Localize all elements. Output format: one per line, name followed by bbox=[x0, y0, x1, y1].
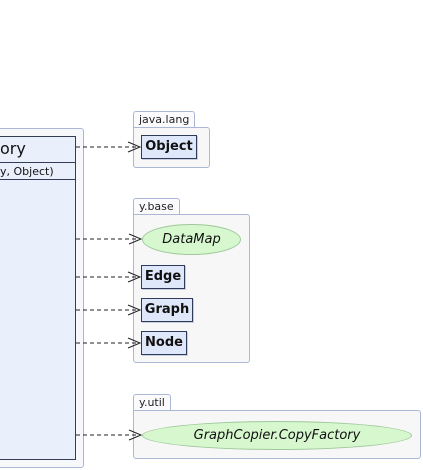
class-node-edge[interactable]: Edge bbox=[141, 265, 185, 289]
interface-node-graphcopier-copyfactory[interactable]: GraphCopier.CopyFactory bbox=[142, 421, 412, 450]
class-node-object[interactable]: Object bbox=[141, 135, 197, 159]
arrowhead-object bbox=[127, 141, 142, 153]
package-tab-y-util: y.util bbox=[133, 394, 171, 410]
main-class-title: ory bbox=[0, 139, 26, 158]
class-divider bbox=[0, 162, 76, 163]
package-tab-java-lang: java.lang bbox=[133, 111, 196, 127]
arrowhead-node bbox=[127, 337, 142, 349]
arrowhead-datamap bbox=[128, 233, 143, 245]
main-class-method-signature: y, Object) bbox=[0, 165, 54, 178]
class-node-node[interactable]: Node bbox=[141, 331, 187, 355]
main-class-box[interactable] bbox=[0, 136, 76, 460]
arrowhead-graph bbox=[127, 304, 142, 316]
package-tab-y-base: y.base bbox=[133, 198, 180, 214]
arrowhead-copyfactory bbox=[128, 429, 143, 441]
interface-node-datamap[interactable]: DataMap bbox=[142, 224, 241, 255]
arrowhead-edge bbox=[127, 271, 142, 283]
class-node-graph[interactable]: Graph bbox=[141, 298, 193, 322]
class-divider bbox=[0, 179, 76, 180]
